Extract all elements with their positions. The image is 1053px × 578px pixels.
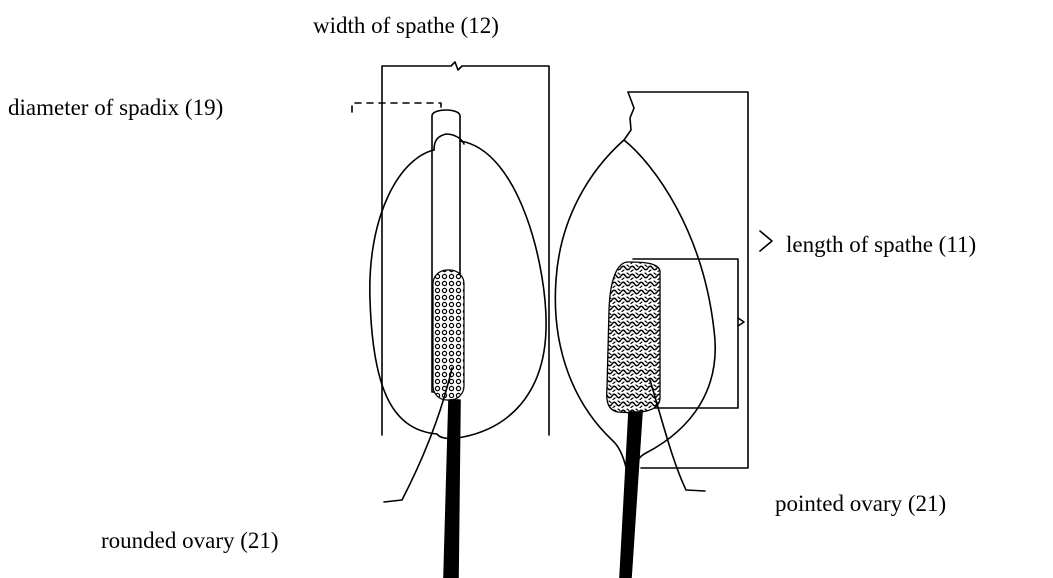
spathe-edge	[624, 92, 634, 140]
length-brace	[760, 231, 772, 251]
left-specimen	[352, 62, 549, 578]
width-bracket	[382, 62, 549, 435]
right-specimen	[555, 92, 772, 578]
stalk-right	[620, 412, 642, 578]
stalk-left	[444, 400, 460, 578]
diameter-marker	[352, 103, 441, 112]
pointed-ovary-brace	[738, 318, 744, 326]
pointed-ovary	[607, 262, 660, 413]
